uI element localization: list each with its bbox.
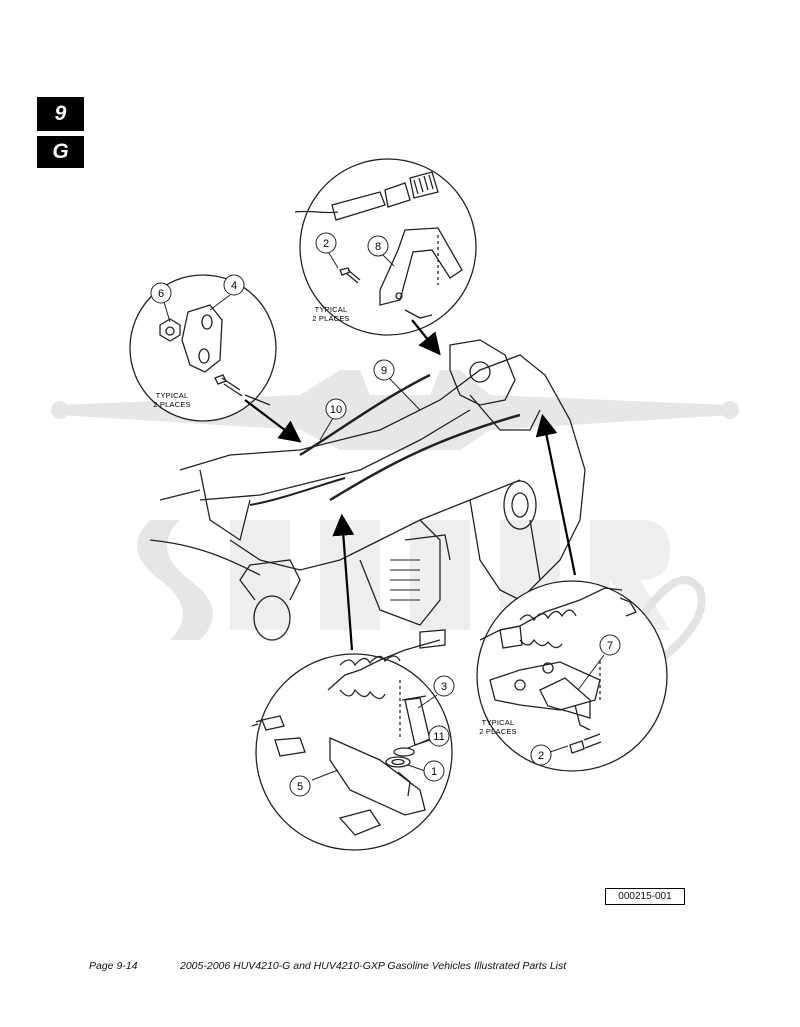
section-tab-number: 9 — [37, 97, 84, 131]
typical-note-right-2: 2 PLACES — [479, 727, 516, 736]
svg-text:4: 4 — [231, 280, 237, 292]
section-tab-letter: G — [37, 136, 84, 168]
callout-5: 5 — [289, 775, 311, 797]
detail-view-top: 2 8 TYPICAL 2 PLACES — [294, 158, 477, 336]
detail-view-bottom-left: 3 11 1 5 — [251, 629, 455, 851]
svg-text:9: 9 — [381, 365, 387, 377]
callout-11: 11 — [428, 725, 450, 747]
figure-reference-number: 000215-001 — [605, 888, 685, 905]
svg-text:2: 2 — [323, 238, 329, 250]
callout-6: 6 — [150, 282, 172, 304]
detail-view-left: 6 4 TYPICAL 2 PLACES — [129, 274, 277, 422]
footer-page-number: Page 9-14 — [89, 960, 138, 972]
svg-text:6: 6 — [158, 288, 164, 300]
callout-2-top: 2 — [315, 232, 337, 254]
callout-4: 4 — [223, 274, 245, 296]
svg-text:10: 10 — [330, 404, 342, 416]
engine-assembly — [149, 339, 586, 641]
callout-9: 9 — [373, 359, 421, 411]
callout-10: 10 — [319, 398, 347, 441]
svg-text:11: 11 — [433, 731, 444, 743]
leader-arrows — [244, 319, 577, 651]
typical-note-left-2: 2 PLACES — [153, 400, 190, 409]
svg-text:5: 5 — [297, 781, 303, 793]
footer-document-title: 2005-2006 HUV4210-G and HUV4210-GXP Gaso… — [180, 960, 567, 972]
typical-note-right-1: TYPICAL — [482, 718, 515, 727]
callout-2-bottom: 2 — [530, 744, 552, 766]
callout-8: 8 — [367, 235, 389, 257]
detail-view-bottom-right: 7 2 TYPICAL 2 PLACES — [476, 580, 668, 772]
typical-note-top-1: TYPICAL — [315, 305, 348, 314]
callout-3: 3 — [433, 675, 455, 697]
svg-text:8: 8 — [375, 241, 381, 253]
svg-text:1: 1 — [431, 766, 437, 778]
svg-text:2: 2 — [538, 750, 544, 762]
typical-note-top-2: 2 PLACES — [312, 314, 349, 323]
callout-1: 1 — [423, 760, 445, 782]
typical-note-left-1: TYPICAL — [156, 391, 189, 400]
callout-7: 7 — [599, 634, 621, 656]
svg-text:7: 7 — [607, 640, 613, 652]
svg-text:3: 3 — [441, 681, 447, 693]
